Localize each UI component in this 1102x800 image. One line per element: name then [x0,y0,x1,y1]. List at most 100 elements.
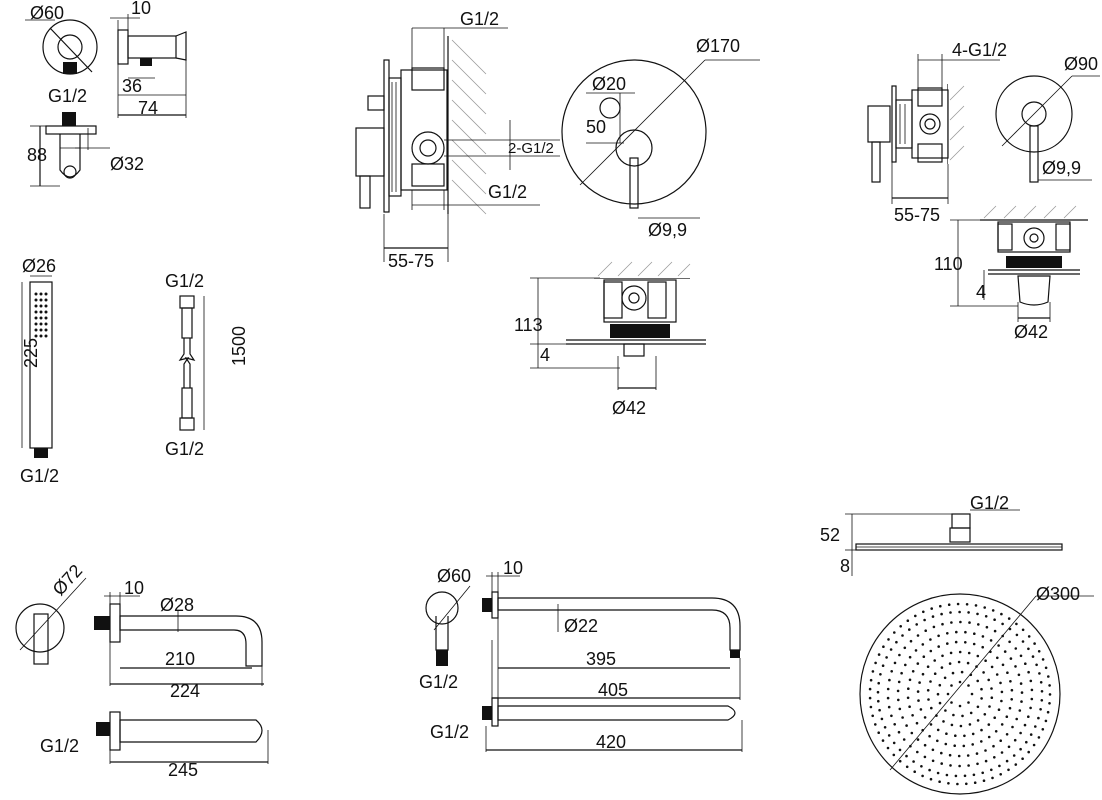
nozzle-dot [949,651,953,655]
plate-50-label: 50 [586,117,606,137]
nozzle-dot [964,630,967,634]
nozzle-dot [952,713,955,717]
nozzle-dot [1017,673,1021,677]
nozzle-dot [1030,697,1034,701]
nozzle-dot [876,690,880,694]
nozzle-dot [984,749,987,752]
plate-170-label: Ø170 [696,36,740,56]
nozzle-dot [980,697,983,700]
nozzle-dot [898,653,901,657]
bath-spout-drawing [15,577,269,764]
nozzle-dot [1000,612,1003,616]
nozzle-dot [869,678,873,682]
nozzle-dot [908,655,912,659]
spout-224-label: 224 [170,681,200,701]
nozzle-dot [963,734,966,738]
nozzle-dot [909,639,913,643]
nozzle-dot [950,621,953,624]
nozzle-dot [944,742,948,746]
nozzle-dot [1021,640,1025,643]
nozzle-dot [1048,693,1052,696]
nozzle-dot [1015,633,1019,637]
nozzle-dot [933,659,936,662]
mixer-top-thread-label: G1/2 [460,9,499,29]
nozzle-dot [965,782,968,786]
wall-hatching-1 [451,39,487,215]
nozzle-dot [941,654,944,658]
vbox-4-label: 4 [976,282,986,302]
nozzle-dot [912,760,915,763]
head-thread-label: G1/2 [970,493,1009,513]
nozzle-dot [878,708,881,712]
nozzle-dot [967,684,970,687]
nozzle-dot [1019,682,1023,685]
nozzle-dot [890,714,893,718]
nozzle-dot [993,756,996,759]
nozzle-dot [916,690,920,693]
nozzle-dot [941,622,944,626]
nozzle-dot [929,777,933,781]
spout-10-label: 10 [124,578,144,598]
nozzle-dot [895,640,898,644]
nozzle-dot [999,739,1002,742]
head-8-label: 8 [840,556,850,576]
nozzle-dot [905,724,908,727]
nozzle-dot [1005,733,1009,736]
nozzle-dot [1010,688,1014,692]
nozzle-dot [971,732,975,736]
nozzle-dot [1000,723,1004,726]
nozzle-dot [943,676,947,680]
arm-thread2-label: G1/2 [430,722,469,742]
hose-1500-label: 1500 [229,326,249,366]
nozzle-dot [976,679,979,683]
nozzle-dot [1007,617,1011,620]
nozzle-dot [923,743,927,747]
nozzle-dot [1037,736,1041,739]
nozzle-dot [1014,665,1017,668]
nozzle-dot [901,716,904,719]
nozzle-dot [984,659,987,662]
nozzle-dot [1008,627,1012,631]
nozzle-dot [1027,715,1030,718]
nozzle-dot [938,701,942,705]
nozzle-dot [1044,666,1048,670]
nozzle-dot [921,672,925,676]
nozzle-dot [936,728,940,732]
nozzle-dot [1007,768,1010,772]
nozzle-dot [987,678,990,682]
nozzle-dot [868,696,872,700]
nozzle-dot [1019,747,1022,751]
nozzle-dot [874,723,877,726]
nozzle-dot [955,630,958,634]
nozzle-dot [940,751,943,755]
nozzle-dot [929,680,932,683]
nozzle-dot [1008,706,1012,710]
nozzle-dot [957,660,961,664]
nozzle-dot [957,754,961,758]
box-4-label: 4 [540,345,550,365]
nozzle-dot [908,678,912,682]
nozzle-dot [1019,654,1023,658]
nozzle-dot [967,701,970,704]
nozzle-dot [949,611,952,614]
arm-thread-label: G1/2 [419,672,458,692]
nozzle-dot [886,687,890,691]
nozzle-dot [917,699,920,702]
nozzle-dot [1032,743,1036,747]
nozzle-dot [981,645,984,649]
nozzle-dot [916,750,919,754]
nozzle-dot [949,764,952,767]
nozzle-dot [937,634,940,638]
nozzle-dot [914,649,918,652]
nozzle-dot [1001,634,1004,638]
nozzle-dot [1018,709,1022,712]
nozzle-dot [890,670,893,673]
nozzle-dot [967,764,970,767]
nozzle-dot [898,748,902,752]
valve-side-drawing [867,54,1000,204]
nozzle-dot [914,614,917,618]
arm-22-label: Ø22 [564,616,598,636]
nozzle-dot [902,738,906,741]
nozzle-dot [958,610,961,614]
nozzle-dot [1009,657,1013,660]
